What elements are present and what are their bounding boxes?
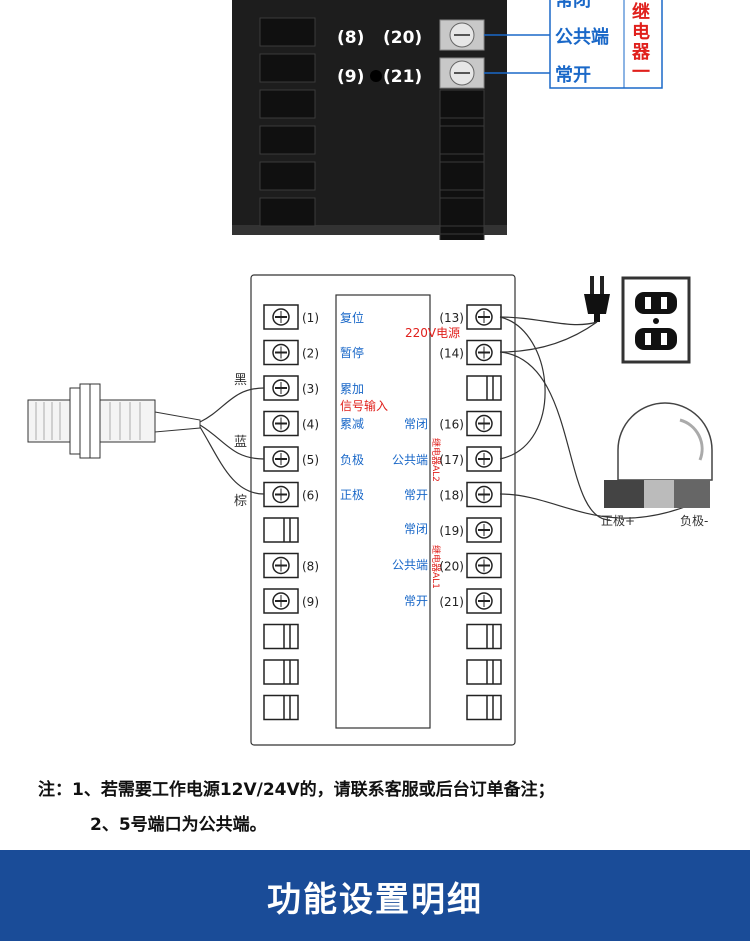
right-terminal-24 bbox=[466, 694, 502, 721]
note-line-2: 2、5号端口为公共端。 bbox=[90, 815, 267, 835]
footer-banner: 功能设置明细 bbox=[0, 850, 750, 941]
power-220v-label: 220V电源 bbox=[405, 326, 460, 340]
func-negative: 负极 bbox=[340, 453, 364, 467]
photo-terminal-21: (21) bbox=[383, 67, 422, 87]
right-terminal-label: (13) bbox=[439, 311, 464, 325]
left-terminal-label: (6) bbox=[302, 489, 319, 503]
right-terminal-13 bbox=[466, 304, 502, 330]
power-to-lamp bbox=[499, 351, 611, 521]
left-terminal-label: (2) bbox=[302, 347, 319, 361]
photo-label-nc-cut: 常闭 bbox=[555, 0, 591, 11]
left-terminal-label: (3) bbox=[302, 382, 319, 396]
right-terminal-label: (16) bbox=[439, 418, 464, 432]
left-terminal-12 bbox=[263, 694, 299, 721]
right-terminal-label: (20) bbox=[439, 560, 464, 574]
right-terminal-21 bbox=[466, 588, 502, 614]
left-terminal-7 bbox=[263, 517, 299, 543]
left-terminal-label: (5) bbox=[302, 453, 319, 467]
func-al2-nc: 常闭 bbox=[404, 417, 428, 431]
wire-black bbox=[199, 387, 265, 423]
photo-terminal-8: (8) bbox=[337, 28, 364, 48]
relay-al1-label: 继电器AL1 bbox=[430, 545, 442, 589]
left-terminal-label: (9) bbox=[302, 595, 319, 609]
left-terminal-3 bbox=[263, 375, 299, 401]
right-terminal-14 bbox=[466, 339, 502, 366]
photo-screw-20 bbox=[439, 19, 485, 51]
right-terminal-22 bbox=[466, 623, 502, 650]
photo-relay-char-4: 一 bbox=[632, 62, 650, 83]
device-back-photo: (8) (20) (9) (21) 常闭 公共端 常开 继 电 器 一 bbox=[232, 0, 663, 240]
right-terminal-18 bbox=[466, 481, 502, 508]
signal-input-label: 信号输入 bbox=[340, 398, 388, 413]
left-terminal-6 bbox=[263, 481, 299, 508]
wiring-diagram: (1) (2) (3) (4) (5) (6) (8) (9) (13) (14) (16) (17… bbox=[27, 274, 713, 746]
proximity-sensor bbox=[27, 383, 201, 459]
right-terminal-20 bbox=[466, 552, 502, 579]
power-to-common bbox=[499, 316, 546, 460]
photo-screw-21 bbox=[439, 57, 485, 89]
power-wire-b bbox=[499, 321, 598, 353]
photo-terminal-20: (20) bbox=[383, 28, 422, 48]
left-terminal-9 bbox=[263, 588, 299, 614]
func-al2-common: 公共端 bbox=[392, 453, 428, 467]
func-count-down: 累减 bbox=[340, 417, 364, 431]
photo-terminal-9: (9) bbox=[337, 67, 364, 87]
left-terminal-8 bbox=[263, 552, 299, 579]
photo-label-common: 公共端 bbox=[555, 27, 609, 48]
func-al1-no: 常开 bbox=[404, 594, 428, 608]
warning-lamp-icon bbox=[604, 402, 713, 508]
right-terminal-23 bbox=[466, 659, 502, 685]
right-terminal-label: (18) bbox=[439, 489, 464, 503]
left-terminal-label: (1) bbox=[302, 311, 319, 325]
power-plug-icon bbox=[584, 276, 610, 322]
photo-relay-char-1: 继 bbox=[632, 1, 650, 23]
lamp-to-no bbox=[499, 493, 691, 519]
func-count-up: 累加 bbox=[340, 382, 364, 396]
func-pause: 暂停 bbox=[340, 345, 364, 360]
photo-relay-char-3: 器 bbox=[631, 42, 651, 63]
left-terminal-label: (4) bbox=[302, 418, 319, 432]
left-terminal-4 bbox=[263, 410, 299, 437]
left-terminal-1 bbox=[263, 304, 299, 330]
right-terminal-19 bbox=[466, 517, 502, 543]
relay-al2-label: 继电器AL2 bbox=[430, 438, 442, 482]
func-al1-common: 公共端 bbox=[392, 558, 428, 572]
lamp-label-positive: 正极+ bbox=[601, 514, 635, 528]
left-terminal-label: (8) bbox=[302, 560, 319, 574]
note-line-1: 注：1、若需要工作电源12V/24V的，请联系客服或后台订单备注； bbox=[38, 780, 555, 800]
left-terminal-11 bbox=[263, 659, 299, 685]
left-terminal-2 bbox=[263, 339, 299, 366]
right-terminal-15 bbox=[466, 375, 502, 401]
func-al1-nc: 常闭 bbox=[404, 522, 428, 536]
func-positive: 正极 bbox=[340, 488, 364, 502]
wall-outlet-icon bbox=[621, 276, 691, 364]
right-terminal-label: (21) bbox=[439, 595, 464, 609]
footer-title: 功能设置明细 bbox=[267, 880, 483, 920]
lamp-label-negative: 负极- bbox=[680, 514, 708, 528]
wire-label-black: 黑 bbox=[234, 373, 247, 388]
right-terminal-17 bbox=[466, 446, 502, 472]
wire-brown bbox=[199, 426, 265, 495]
inner-panel bbox=[335, 294, 431, 729]
wire-label-blue: 蓝 bbox=[234, 435, 247, 450]
func-al2-no: 常开 bbox=[404, 488, 428, 502]
right-terminal-label: (19) bbox=[439, 524, 464, 538]
power-wire-a bbox=[499, 316, 598, 326]
right-terminal-label: (17) bbox=[439, 453, 464, 467]
func-reset: 复位 bbox=[340, 310, 364, 325]
left-terminal-5 bbox=[263, 446, 299, 472]
photo-label-no: 常开 bbox=[555, 64, 591, 86]
right-terminal-16 bbox=[466, 410, 502, 437]
wire-label-brown: 棕 bbox=[234, 494, 247, 509]
photo-relay-char-2: 电 bbox=[632, 21, 650, 43]
right-terminal-label: (14) bbox=[439, 347, 464, 361]
left-terminal-10 bbox=[263, 623, 299, 650]
wire-blue bbox=[199, 424, 265, 460]
